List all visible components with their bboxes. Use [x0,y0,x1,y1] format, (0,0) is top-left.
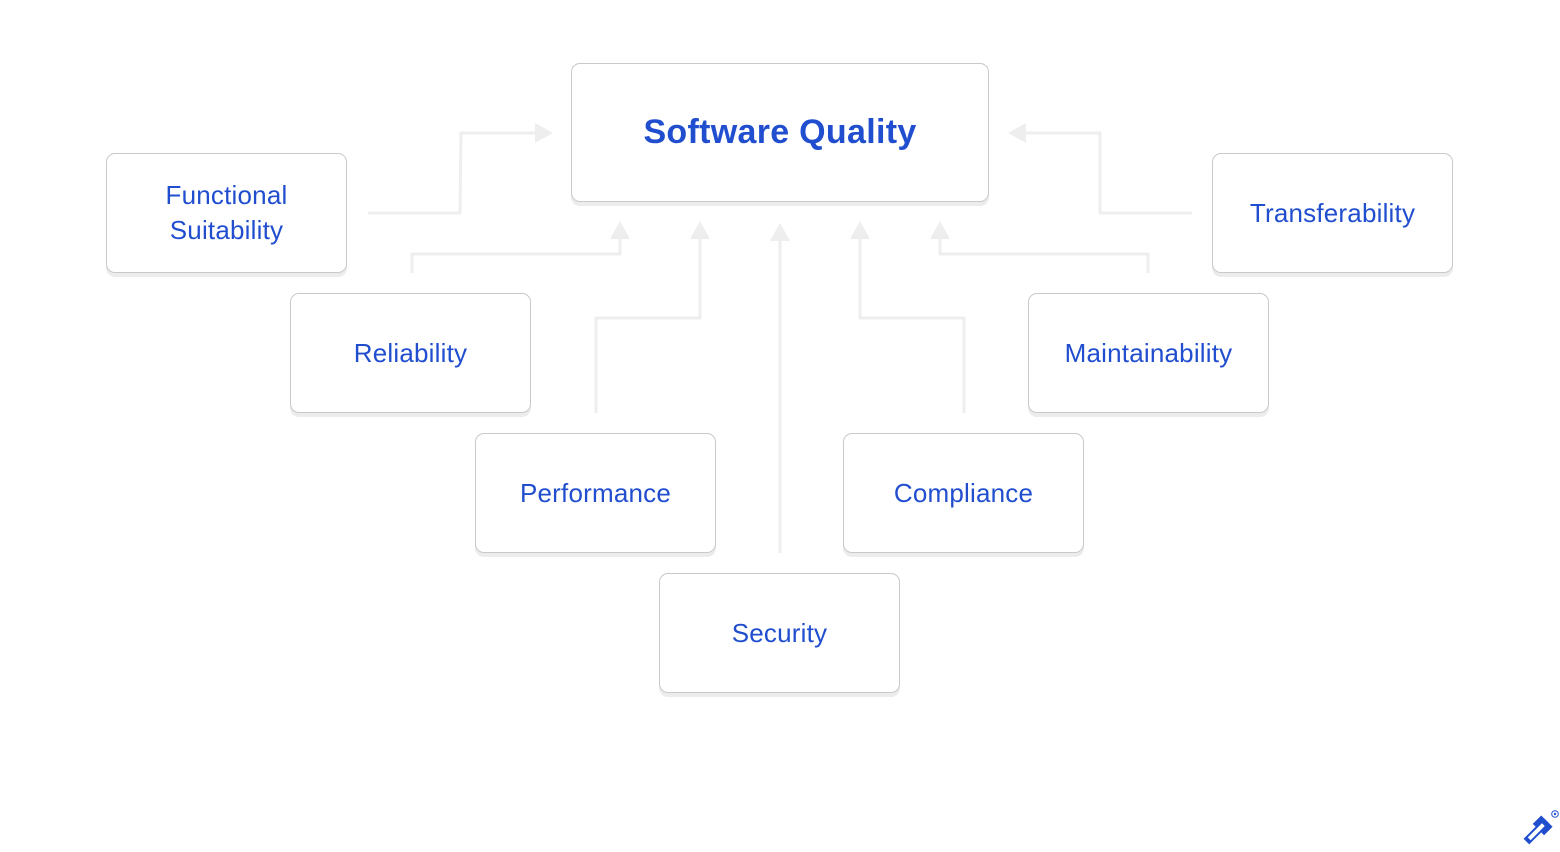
compliance-label: Compliance [893,477,1034,508]
connector-compliance [858,238,966,413]
security-box: Security [659,573,900,693]
maintainability-box: Maintainability [1028,293,1269,413]
connector-transferability [1025,131,1192,215]
reliability-box: Reliability [290,293,531,413]
arrowhead-compliance [850,221,870,239]
arrowhead-security [770,223,790,241]
connector-reliability [410,238,622,273]
security-label: Security [731,617,828,648]
functional-suitability-box: Functional Suitability [106,153,347,273]
functional-suitability-label: Functional Suitability [165,180,288,245]
performance-box: Performance [475,433,716,553]
software-quality-label: Software Quality [643,113,917,151]
connector-maintainability [938,238,1150,273]
toptal-logo-icon [1523,810,1559,845]
connector-performance [594,238,702,413]
transferability-label: Transferability [1249,197,1416,228]
software-quality-box: Software Quality [571,63,989,202]
arrowhead-reliability [610,221,630,239]
transferability-box: Transferability [1212,153,1453,273]
arrowhead-maintainability [930,221,950,239]
maintainability-label: Maintainability [1064,337,1233,368]
connector-functional-suitability [368,131,536,215]
arrowhead-transferability [1008,123,1026,143]
arrowhead-functional-suitability [535,123,553,143]
reliability-label: Reliability [353,337,468,368]
performance-label: Performance [519,477,672,508]
arrowhead-performance [690,221,710,239]
compliance-box: Compliance [843,433,1084,553]
